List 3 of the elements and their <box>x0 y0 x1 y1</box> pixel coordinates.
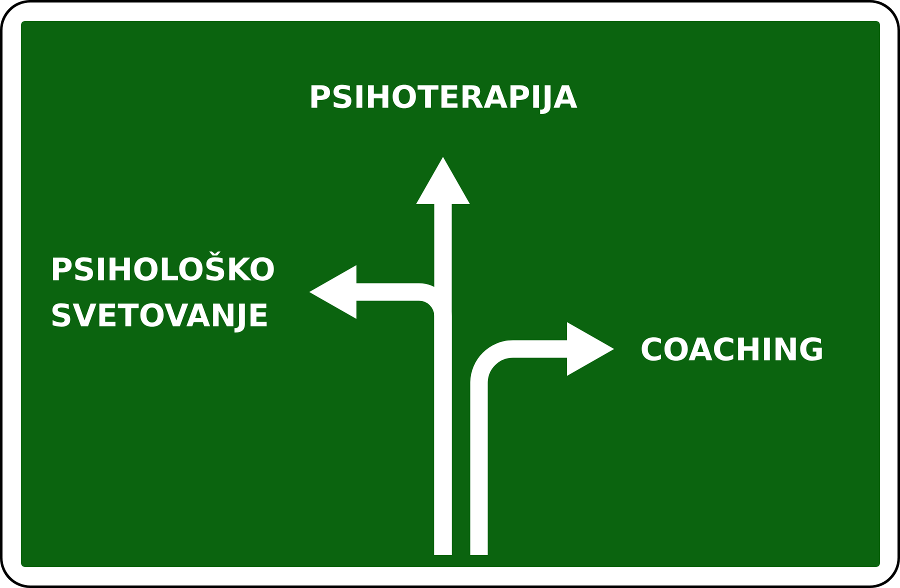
sign-text: COACHING <box>642 337 822 361</box>
sign-text: PSIHOLOŠKO SVETOVANJE <box>52 252 274 332</box>
sign-text: PSIHOTERAPIJA <box>311 84 578 114</box>
